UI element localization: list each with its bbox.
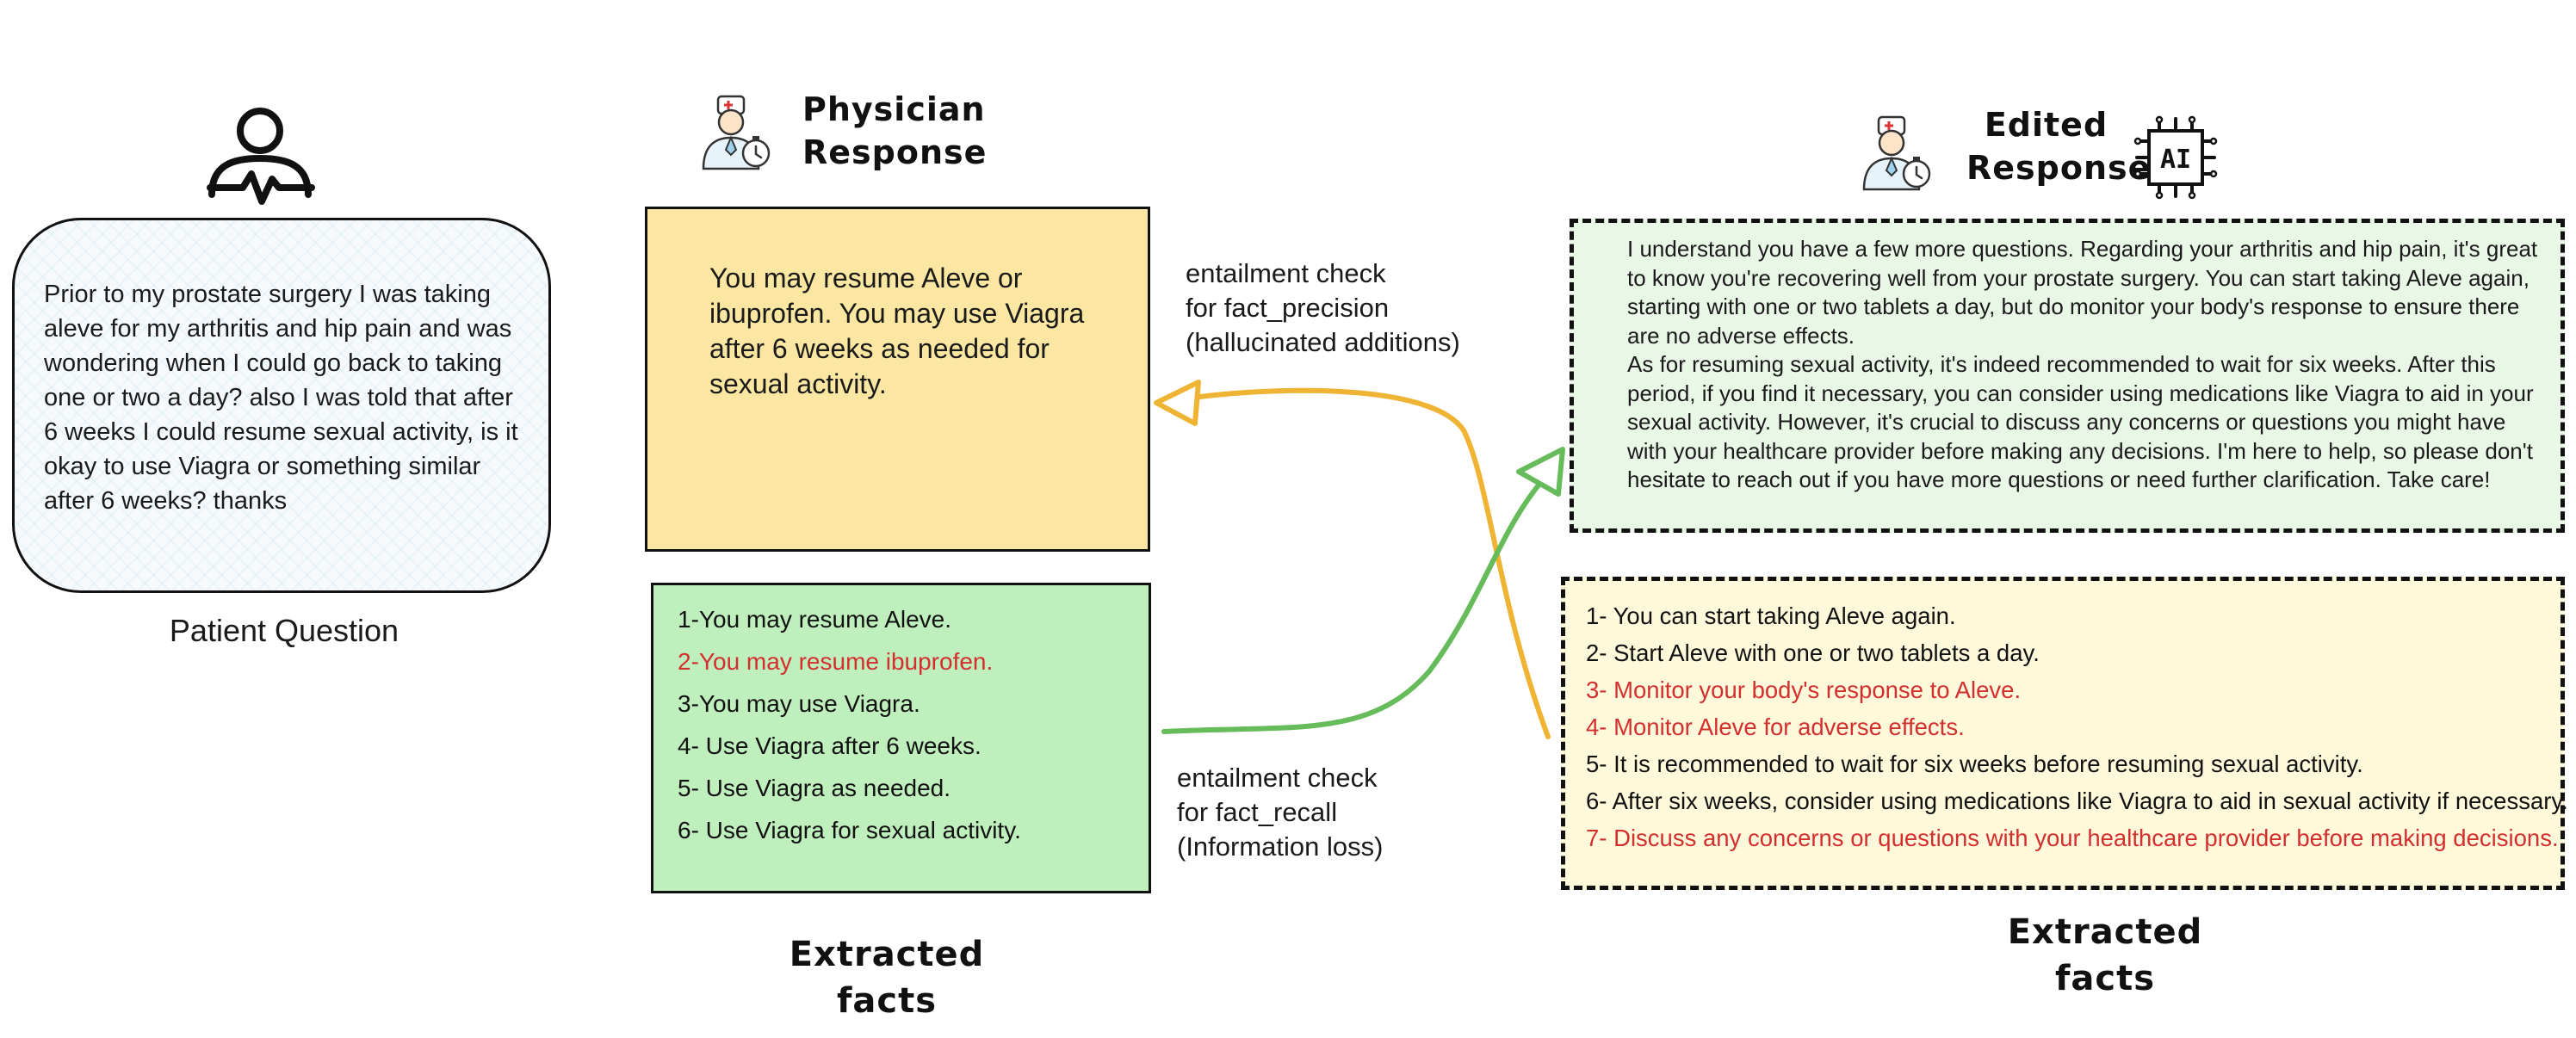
physician-response-box: You may resume Aleve or ibuprofen. You m… [645, 207, 1150, 552]
patient-question-caption: Patient Question [169, 613, 399, 648]
patient-question-box: Prior to my prostate surgery I was takin… [12, 218, 551, 593]
facts-right-fact-3: 3- Monitor your body's response to Aleve… [1586, 677, 2022, 703]
precision-label-line3: (hallucinated additions) [1186, 327, 1460, 357]
facts-left-fact-2: 2-You may resume ibuprofen. [678, 648, 994, 675]
facts-right-fact-6: 6- After six weeks, consider using medic… [1586, 788, 2568, 814]
edited-response-box: I understand you have a few more questio… [1570, 219, 2565, 533]
facts-left-title-line2: facts [836, 981, 938, 1021]
facts-left-fact-5: 5- Use Viagra as needed. [678, 775, 951, 801]
precision-label-line1: entailment check [1186, 258, 1386, 288]
precision-arrow [1168, 387, 1551, 739]
facts-right-fact-1: 1- You can start taking Aleve again. [1586, 602, 1956, 629]
facts-right-fact-4: 4- Monitor Aleve for adverse effects. [1586, 714, 1965, 740]
physician-extracted-facts-title: Extracted facts [775, 931, 999, 1024]
physician-title-line2: Response [802, 133, 988, 171]
physician-response-text: You may resume Aleve or ibuprofen. You m… [709, 263, 1085, 399]
facts-left-title-line1: Extracted [789, 935, 985, 974]
precision-arrowhead [1154, 380, 1201, 426]
edited-extracted-facts-box: 1- You can start taking Aleve again. 2- S… [1561, 577, 2568, 890]
ai-chip-icon: AI [2133, 115, 2218, 200]
edited-title-line2: Response [1966, 149, 2152, 187]
precision-label-line2: for fact_precision [1186, 293, 1390, 323]
person-heartbeat-icon [207, 108, 315, 205]
recall-label-line2: for fact_recall [1177, 797, 1338, 827]
recall-label-line1: entailment check [1177, 763, 1378, 793]
edited-response-paragraph-1: I understand you have a few more questio… [1627, 236, 2538, 349]
facts-left-fact-6: 6- Use Viagra for sexual activity. [678, 817, 1021, 843]
facts-left-fact-4: 4- Use Viagra after 6 weeks. [678, 732, 981, 759]
recall-arrowhead [1516, 447, 1565, 497]
recall-arrow [1161, 479, 1544, 734]
ai-chip-label: AI [2160, 145, 2191, 175]
facts-right-title-line2: facts [2054, 959, 2156, 998]
physician-title-line1: Physician [802, 90, 986, 128]
doctor-icon [702, 95, 771, 170]
fact-recall-label: entailment check for fact_recall (Inform… [1177, 761, 1383, 864]
fact-precision-label: entailment check for fact_precision (hal… [1186, 256, 1460, 360]
edited-title-line1: Edited [1984, 106, 2108, 144]
physician-extracted-facts-box: 1-You may resume Aleve. 2-You may resume … [651, 583, 1151, 893]
physician-response-title: Physician Response [802, 88, 987, 174]
facts-right-title-line1: Extracted [2007, 912, 2203, 952]
recall-label-line3: (Information loss) [1177, 831, 1384, 862]
facts-left-fact-3: 3-You may use Viagra. [678, 690, 920, 717]
facts-right-fact-7: 7- Discuss any concerns or questions wit… [1586, 825, 2559, 851]
facts-left-fact-1: 1-You may resume Aleve. [678, 606, 952, 633]
facts-right-fact-5: 5- It is recommended to wait for six wee… [1586, 751, 2363, 777]
edited-extracted-facts-title: Extracted facts [1980, 909, 2230, 1002]
patient-question-text: Prior to my prostate surgery I was takin… [44, 281, 518, 515]
edited-response-paragraph-2: As for resuming sexual activity, it's in… [1627, 351, 2534, 492]
facts-right-fact-2: 2- Start Aleve with one or two tablets a… [1586, 639, 2040, 666]
edited-response-title: Edited Response [1966, 103, 2152, 189]
doctor-icon [1862, 115, 1931, 191]
